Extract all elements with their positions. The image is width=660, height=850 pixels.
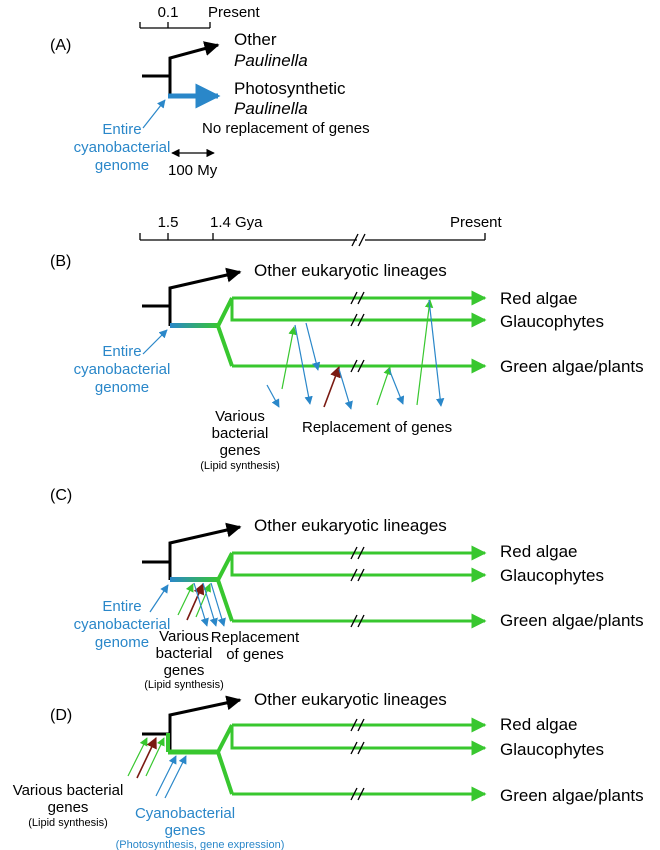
genome-label-line2: cyanobacterial bbox=[74, 139, 171, 156]
genome-label-line1: Entire bbox=[102, 598, 141, 615]
other-eukaryotic-label: Other eukaryotic lineages bbox=[254, 690, 447, 709]
panel-b-timeline: 1.5 1.4 Gya Present bbox=[139, 214, 503, 247]
glaucophytes-branch bbox=[230, 553, 487, 583]
panel-c-label: (C) bbox=[50, 487, 72, 504]
cyano-label-line1: Cyanobacterial bbox=[135, 805, 235, 822]
panel-a-tree bbox=[142, 41, 221, 109]
genome-label-line1: Entire bbox=[102, 121, 141, 138]
glaucophytes-label: Glaucophytes bbox=[500, 312, 604, 331]
replacement-label-line1: Replacement bbox=[211, 629, 300, 646]
photosynthetic-paulinella-label: Paulinella bbox=[234, 99, 308, 118]
panel-a: (A) 0.1 Present Other Paulinella Photosy… bbox=[50, 4, 370, 179]
panel-d-tree bbox=[127, 695, 487, 802]
other-eukaryotic-label: Other eukaryotic lineages bbox=[254, 516, 447, 535]
cyano-label-line2: genes bbox=[165, 822, 206, 839]
green-algae-label: Green algae/plants bbox=[500, 611, 644, 630]
red-algae-label: Red algae bbox=[500, 715, 578, 734]
tick-label-1-5: 1.5 bbox=[158, 214, 179, 231]
tick-label-present: Present bbox=[208, 4, 261, 21]
panel-a-label: (A) bbox=[50, 37, 71, 54]
other-eukaryotic-branch bbox=[168, 522, 242, 580]
no-replacement-label: No replacement of genes bbox=[202, 120, 370, 137]
photosynthetic-label: Photosynthetic bbox=[234, 79, 346, 98]
various-label-line3: genes bbox=[220, 442, 261, 459]
various-label-line2: genes bbox=[48, 799, 89, 816]
glaucophytes-label: Glaucophytes bbox=[500, 566, 604, 585]
genome-label-line3: genome bbox=[95, 157, 149, 174]
cyanobacterial-stem bbox=[170, 323, 220, 328]
replacement-label: Replacement of genes bbox=[302, 419, 452, 436]
gene-transfer-arrows bbox=[266, 299, 445, 410]
other-eukaryotic-branch bbox=[168, 267, 242, 326]
paulinella-label: Paulinella bbox=[234, 51, 308, 70]
glaucophytes-branch bbox=[230, 298, 487, 328]
panel-b-label: (B) bbox=[50, 253, 71, 270]
genome-label-line3: genome bbox=[95, 634, 149, 651]
gene-transfer-arrows bbox=[149, 582, 226, 627]
various-label-line1: Various bbox=[159, 628, 209, 645]
various-label-line3: genes bbox=[164, 662, 205, 679]
genome-label-line2: cyanobacterial bbox=[74, 616, 171, 633]
panel-b: (B) 1.5 1.4 Gya Present bbox=[50, 214, 644, 472]
glaucophytes-branch bbox=[230, 725, 487, 756]
various-label-line2: bacterial bbox=[156, 645, 213, 662]
panel-d-label: (D) bbox=[50, 707, 72, 724]
cyanobacterial-stem bbox=[170, 577, 220, 582]
panel-a-timeline: 0.1 Present bbox=[139, 4, 261, 29]
gene-transfer-arrows bbox=[127, 736, 187, 799]
tick-label-present: Present bbox=[450, 214, 503, 231]
genome-transfer-arrow bbox=[142, 99, 166, 129]
glaucophytes-label: Glaucophytes bbox=[500, 740, 604, 759]
various-label-line1: Various bbox=[215, 408, 265, 425]
tick-label-0-1: 0.1 bbox=[158, 4, 179, 21]
photosynthesis-label: (Photosynthesis, gene expression) bbox=[116, 839, 285, 850]
scale-label: 100 My bbox=[168, 162, 218, 179]
green-algae-label: Green algae/plants bbox=[500, 786, 644, 805]
green-algae-label: Green algae/plants bbox=[500, 357, 644, 376]
lipid-label: (Lipid synthesis) bbox=[144, 679, 223, 691]
other-eukaryotic-label: Other eukaryotic lineages bbox=[254, 261, 447, 280]
replacement-label-line2: of genes bbox=[226, 646, 284, 663]
various-label-line2: bacterial bbox=[212, 425, 269, 442]
lipid-label: (Lipid synthesis) bbox=[200, 460, 279, 472]
other-label: Other bbox=[234, 30, 277, 49]
genome-label-line3: genome bbox=[95, 379, 149, 396]
panel-d: (D) Other eukaryotic lineages bbox=[13, 690, 644, 850]
genome-label-line2: cyanobacterial bbox=[74, 361, 171, 378]
genome-label-line1: Entire bbox=[102, 343, 141, 360]
tick-label-1-4-gya: 1.4 Gya bbox=[210, 214, 263, 231]
red-algae-label: Red algae bbox=[500, 542, 578, 561]
panel-c: (C) Other eukaryoti bbox=[50, 487, 644, 691]
lipid-label: (Lipid synthesis) bbox=[28, 817, 107, 829]
various-label-line1: Various bacterial bbox=[13, 782, 124, 799]
panel-b-tree bbox=[142, 267, 487, 410]
panel-c-tree bbox=[142, 522, 487, 629]
other-paulinella-branch bbox=[168, 41, 220, 95]
red-algae-label: Red algae bbox=[500, 289, 578, 308]
